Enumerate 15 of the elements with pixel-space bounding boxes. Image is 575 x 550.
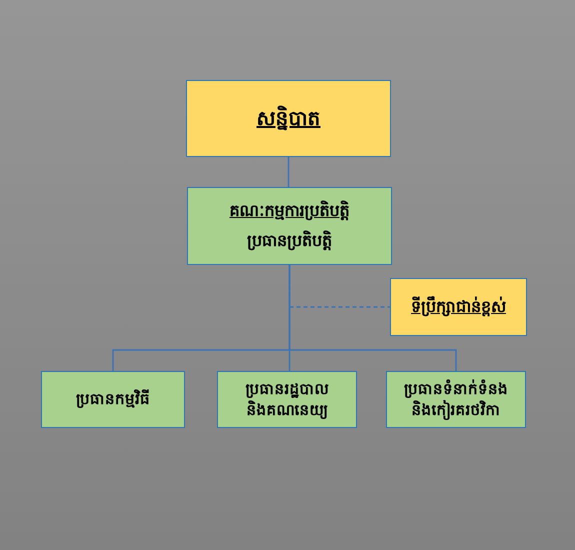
- org-chart-box: [41, 371, 185, 428]
- node-text: ប្រធានកម្មវិធី: [76, 389, 150, 410]
- org-chart-box: [390, 278, 527, 336]
- org-chart-box: [186, 80, 391, 157]
- node-text: ប្រធានប្រតិបត្តិ: [247, 230, 332, 252]
- heading-text: គណៈកម្មការប្រតិបត្តិ: [230, 200, 350, 222]
- org-chart-box: [217, 371, 357, 428]
- org-chart-box: [187, 187, 392, 265]
- connector-line: [288, 157, 290, 187]
- node-text: ប្រធានរដ្ឋបាល និងគណនេយ្យ: [244, 379, 330, 420]
- connector-line: [288, 265, 457, 371]
- heading-text: ទីប្រឹក្សាជាន់ខ្ពស់: [411, 296, 506, 318]
- node-text: ប្រធានទំនាក់ទំនង និងកៀរគរថវិកា: [403, 379, 509, 420]
- heading-text: សន្និបាត: [256, 105, 320, 132]
- org-chart-box: [386, 371, 526, 428]
